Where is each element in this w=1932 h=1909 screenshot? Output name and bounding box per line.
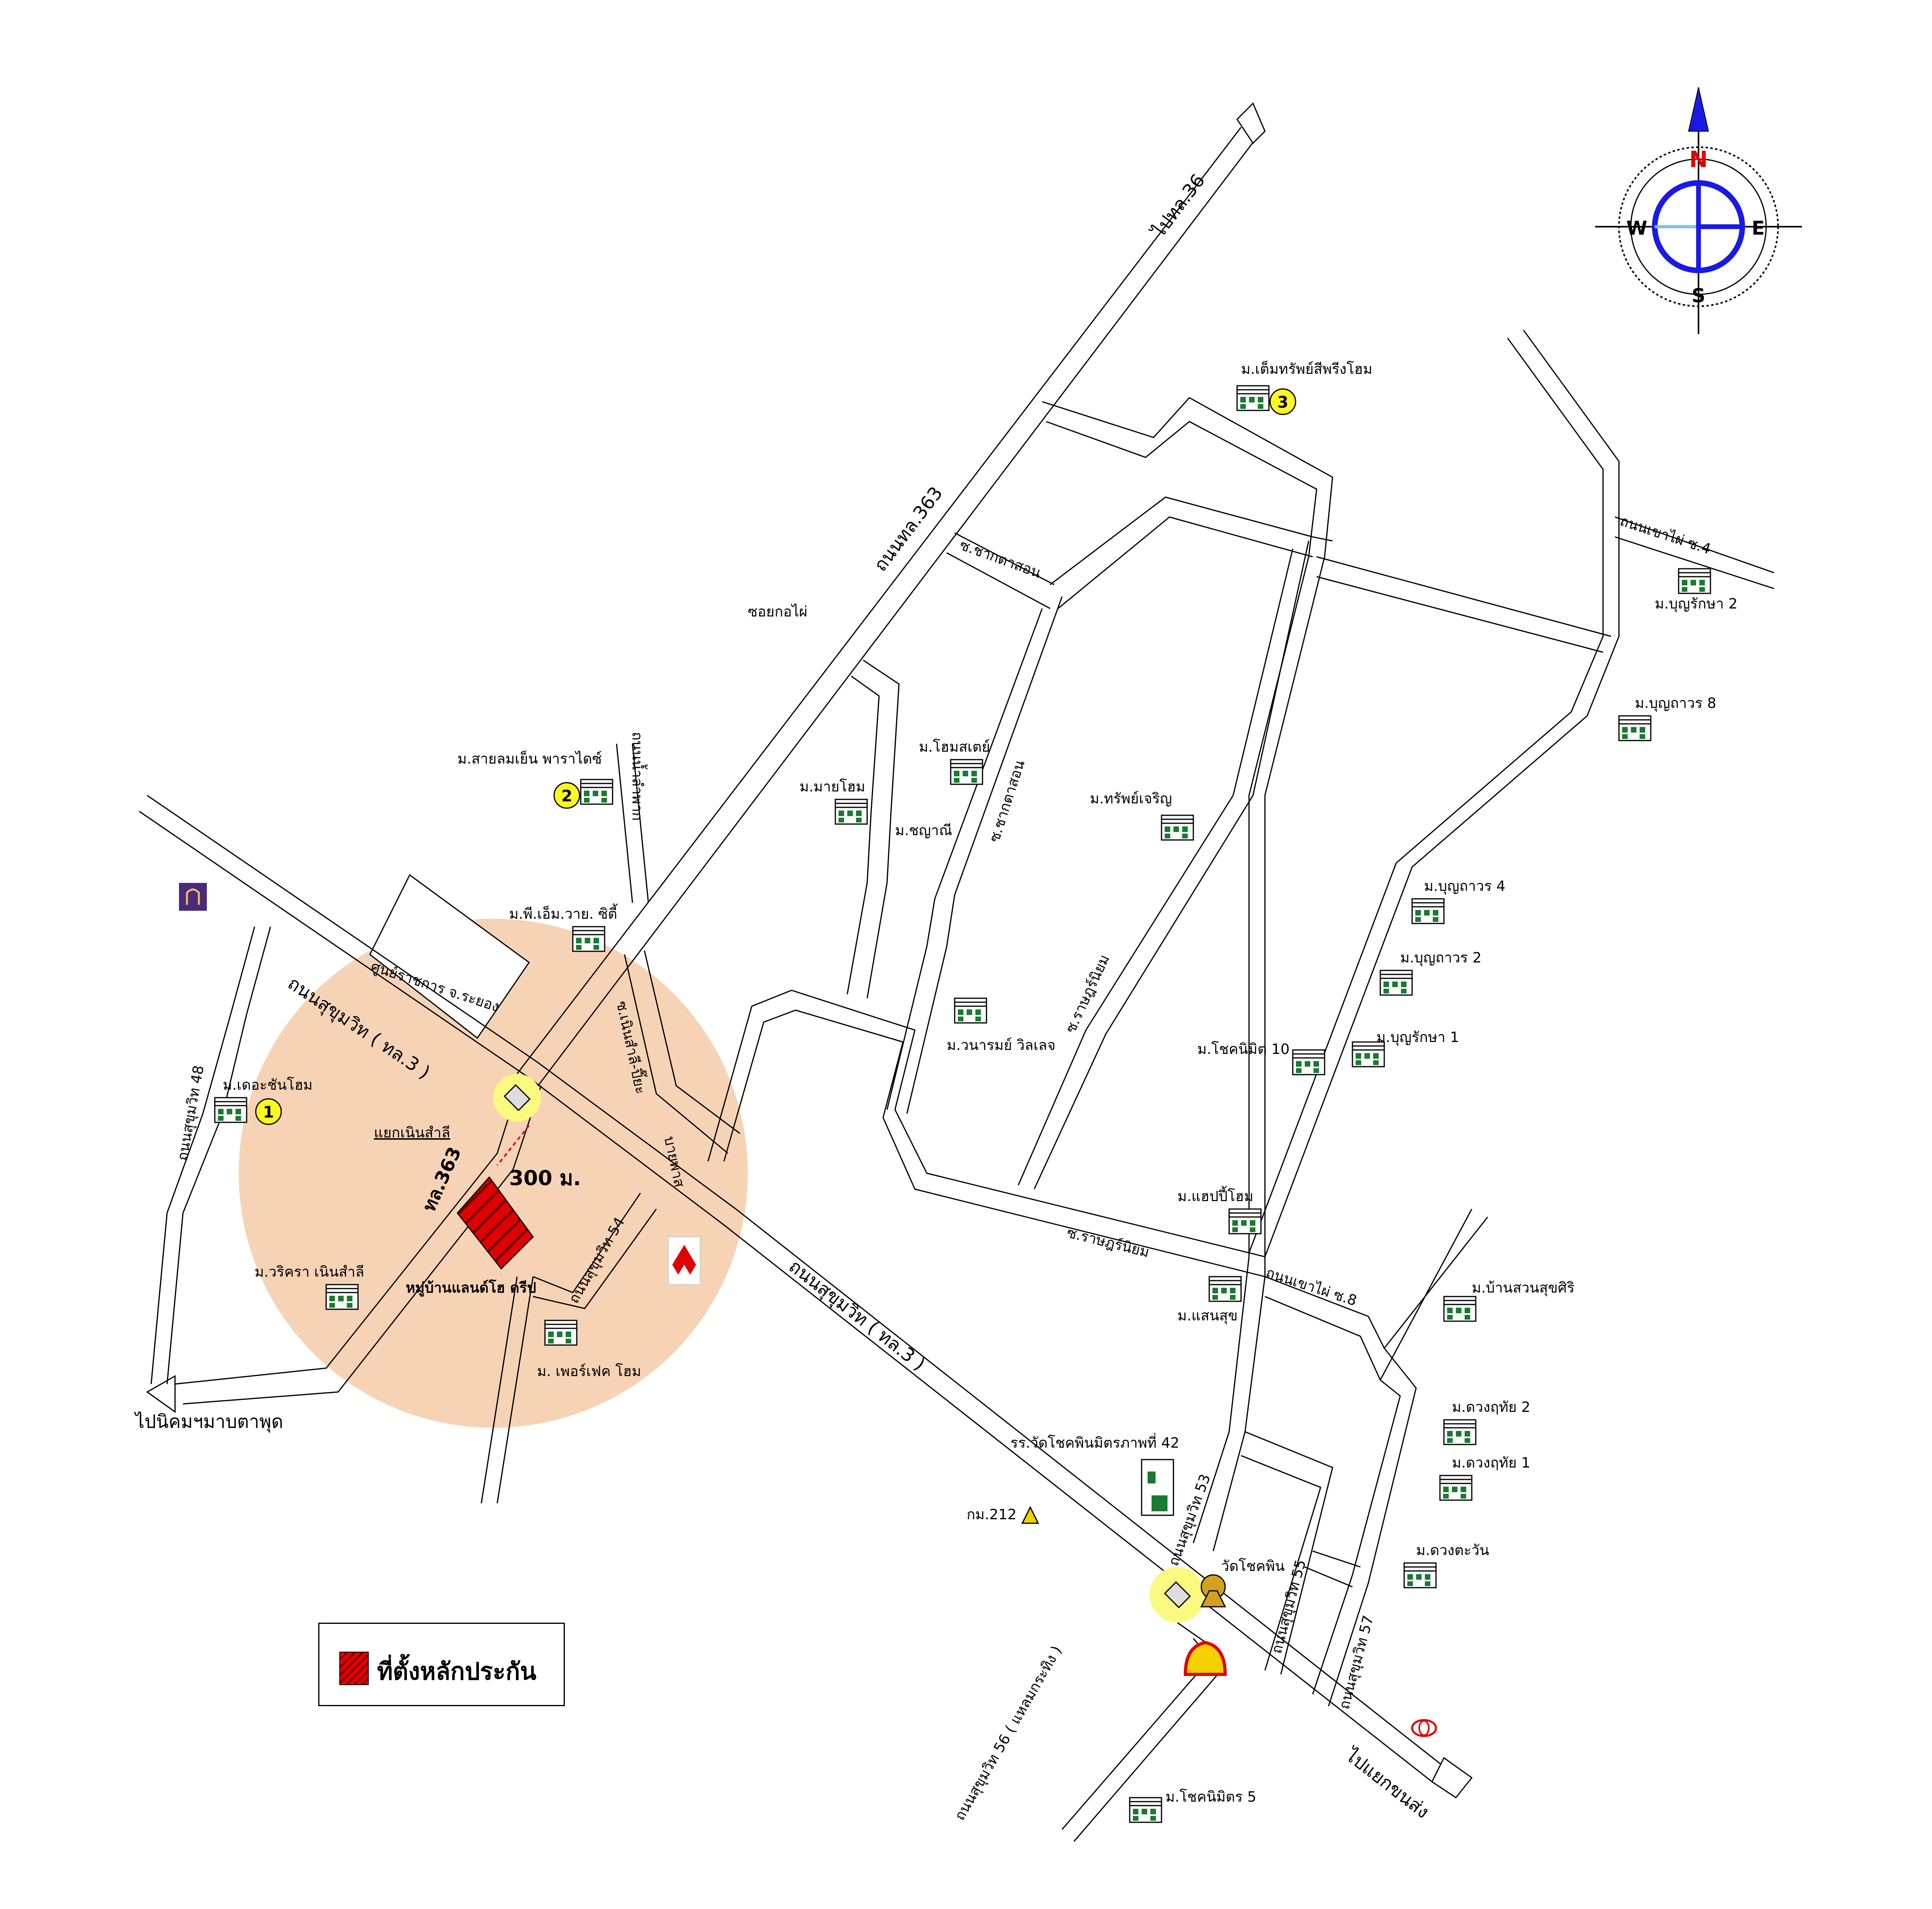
compass-south: S [1692, 285, 1706, 307]
label-junction-noen: แยกเนินสำลี [374, 1125, 450, 1141]
place-boon-raksa-2: ม.บุญรักษา 2 [1655, 596, 1737, 612]
traffic-light-icon [1164, 1581, 1191, 1608]
bank-logo [179, 883, 207, 911]
school-icon [1141, 1459, 1174, 1516]
shell-logo [1183, 1641, 1227, 1676]
marker-3: 3 [1269, 388, 1296, 415]
place-boon-tavorn-2: ม.บุญถาวร 2 [1400, 950, 1482, 966]
distance-label: 300 ม. [509, 1166, 581, 1190]
collateral-label: หมู่บ้านแลนด์โฮ ดรีป [406, 1279, 536, 1297]
govt-center-block [369, 874, 530, 1039]
label-khao-phai-4: ถนนเขาไผ่ ซ.4 [1618, 513, 1713, 558]
place-sai-lom: ม.สายลมเย็น พาราไดซ์ [457, 750, 602, 767]
place-boon-tavorn-4: ม.บุญถาวร 4 [1424, 878, 1506, 895]
roads [139, 102, 1774, 1842]
place-perfect: ม. เพอร์เฟค โฮม [537, 1363, 641, 1380]
label-soi-chakta-upper: ซ.ชากตาสอน [957, 537, 1043, 581]
label-to-laem: ไปแยกขนส่ง [1341, 1744, 1434, 1823]
label-to-36: ไปทล.36 [1147, 170, 1209, 243]
compass-north: N [1689, 147, 1708, 173]
place-chok-nimit-10: ม.โชคนิมิต 10 [1197, 1041, 1290, 1058]
svg-text:3: 3 [1277, 393, 1288, 412]
place-duang-tawan: ม.ดวงตะวัน [1416, 1542, 1489, 1559]
toyota-logo [1411, 1719, 1437, 1737]
label-soi-chakta-lower: ซ.ชากตาสอน [986, 758, 1028, 844]
marker-1: 1 [255, 1098, 282, 1125]
north-arrow-icon [1688, 87, 1709, 132]
place-chayanee: ม.ชญาณี [895, 822, 952, 839]
place-boon-raksa-1: ม.บุญรักษา 1 [1376, 1029, 1459, 1046]
place-duang-ruethai-2: ม.ดวงฤทัย 2 [1452, 1399, 1530, 1415]
radius-zone [239, 919, 748, 1428]
compass-rose: N S E W [1595, 87, 1802, 334]
place-wanarom: ม.วนารมย์ วิลเลจ [947, 1037, 1056, 1054]
label-km212: กม.212 [967, 1507, 1017, 1523]
distance-arrow [496, 1125, 530, 1166]
compass-east: E [1752, 217, 1765, 239]
place-boon-tavorn-8: ม.บุญถาวร 8 [1635, 695, 1716, 712]
place-pm: ม.พี.เอ็ม.วาย. ซิตี้ [509, 903, 618, 922]
place-duang-ruethai-1: ม.ดวงฤทัย 1 [1452, 1455, 1530, 1471]
legend: ที่ตั้งหลักประกัน [318, 1623, 565, 1706]
compass-west: W [1627, 217, 1648, 239]
place-happy-home: ม.แฮปปี้โฮม [1177, 1186, 1253, 1205]
legend-swatch [339, 1652, 369, 1685]
label-soi-ratnoon: ซ.ราษฎร์นิยม [1062, 952, 1113, 1036]
place-tem-sap: ม.เต็มทรัพย์สีพรีงโฮม [1241, 360, 1372, 377]
km-bell-icon [1021, 1506, 1039, 1524]
place-temple: วัดโชคพิน [1221, 1558, 1285, 1575]
traffic-light-icon [504, 1084, 531, 1111]
collateral-parcel [457, 1176, 534, 1270]
label-nam-lamphao: ถนนน้ำลำพาก [629, 732, 648, 821]
place-ta-chan: ม.เดอะชันโฮม [223, 1077, 313, 1093]
temple-icon [1200, 1574, 1226, 1608]
place-warikorn: ม.วริครา เนินสำลี [255, 1264, 364, 1280]
label-to-nikhom: ไปนิคมฯมาบตาพุด [134, 1411, 283, 1433]
svg-text:2: 2 [561, 787, 572, 805]
label-sukhumvit-lower: ถนนสุขุมวิท ( ทล.3 ) [784, 1255, 930, 1375]
places: ม.เดอะชันโฮม ม.สายลมเย็น พาราไดซ์ ม.พี.เ… [214, 360, 1737, 1823]
mitsubishi-logo [668, 1236, 700, 1285]
place-suan-sukjai: ม.บ้านสวนสุขศิริ [1472, 1280, 1574, 1297]
svg-text:1: 1 [263, 1103, 274, 1122]
label-soi-kophai: ซอยกอไผ่ [748, 603, 807, 620]
place-school: รร.วัดโชคพินมิตรภาพที่ 42 [1010, 1433, 1179, 1451]
place-chok-nimit-5: ม.โชคนิมิตร 5 [1165, 1788, 1256, 1805]
place-home-stay: ม.โฮมสเตย์ [919, 739, 990, 755]
place-sap-charoen: ม.ทรัพย์เจริญ [1090, 791, 1172, 807]
legend-label: ที่ตั้งหลักประกัน [377, 1658, 537, 1685]
label-sukhumvit-56: ถนนสุขุมวิท 56 ( แหลมกระทิง ) [951, 1643, 1065, 1823]
label-soi-ratnoon-lower: ซ.ราษฎร์นิยม [1065, 1225, 1151, 1261]
place-my-home: ม.มายโฮม [800, 778, 865, 795]
place-saen-suk: ม.แสนสุข [1177, 1308, 1238, 1324]
marker-2: 2 [553, 782, 580, 809]
